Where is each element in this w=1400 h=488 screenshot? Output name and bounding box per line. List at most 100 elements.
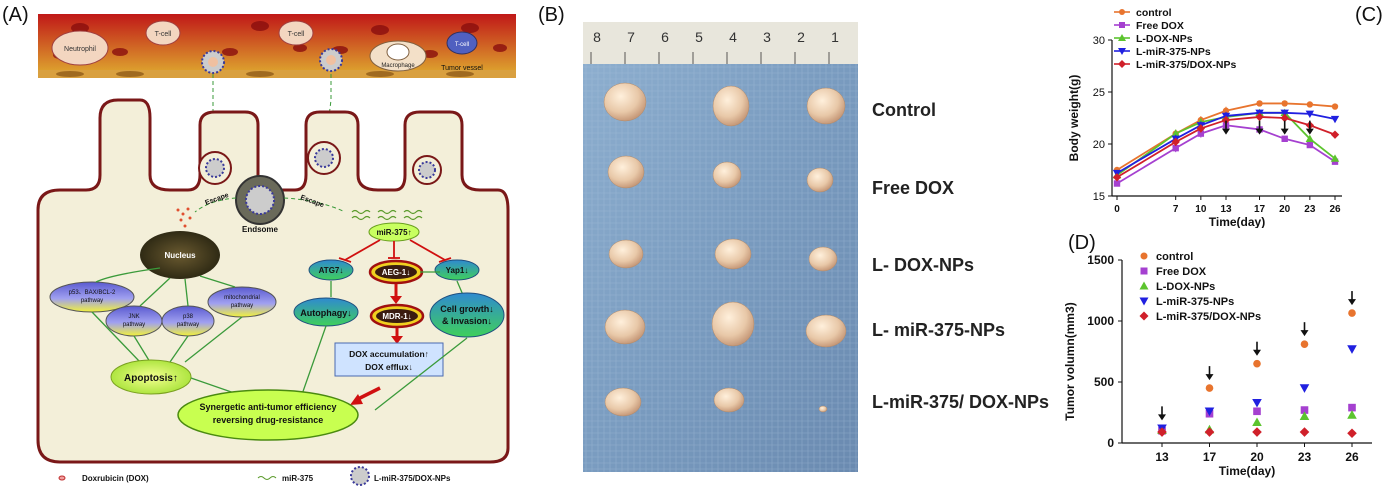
- group-label-l-mir-375-dox-nps: L-miR-375/ DOX-NPs: [872, 392, 1050, 412]
- svg-text:pathway: pathway: [123, 322, 145, 328]
- data-point: [1171, 129, 1180, 137]
- diagram-legend: Doxrubicin (DOX) miR-375 L-miR-375/DOX-N…: [58, 466, 451, 486]
- svg-text:T-cell: T-cell: [455, 42, 469, 48]
- dosing-arrow: [1253, 341, 1261, 356]
- svg-text:miR-375↑: miR-375↑: [376, 228, 411, 237]
- svg-text:miR-375: miR-375: [282, 474, 314, 483]
- dox-accumulation-box: DOX accumulation↑ DOX efflux↓: [334, 342, 444, 377]
- svg-text:Macrophage: Macrophage: [381, 63, 415, 69]
- data-point: [1330, 130, 1340, 139]
- x-tick-label: 20: [1279, 204, 1291, 215]
- data-point: [1172, 144, 1179, 152]
- x-tick-label: 13: [1220, 204, 1232, 215]
- x-tick-label: 26: [1345, 450, 1359, 464]
- y-tick-label: 500: [1094, 375, 1114, 389]
- dosing-arrow: [1222, 120, 1230, 135]
- tumor-freedox-1: [607, 155, 645, 189]
- tumor-lmirdox-2: [713, 387, 745, 413]
- x-tick-label: 17: [1203, 450, 1217, 464]
- macrophage-cell: Macrophage: [369, 40, 427, 72]
- dosing-arrow: [1255, 120, 1264, 135]
- data-point: [1305, 110, 1315, 119]
- svg-text:8: 8: [593, 29, 601, 45]
- x-tick-label: 23: [1298, 450, 1312, 464]
- cell-growth-node: Cell growth↓ & Invasion↓: [429, 292, 505, 338]
- svg-text:6: 6: [661, 29, 669, 45]
- yap1-node: Yap1↓: [434, 259, 480, 281]
- data-point: [1253, 407, 1261, 416]
- x-axis-label: Time(day): [1219, 464, 1275, 478]
- legend-label: L-miR-375-NPs: [1136, 46, 1211, 58]
- t-cell: T-cell: [278, 20, 314, 46]
- tumor-ldox-1: [608, 239, 644, 269]
- svg-text:T-cell: T-cell: [288, 31, 305, 38]
- legend-marker: [1118, 60, 1126, 68]
- t-cell: T-cell: [446, 31, 478, 55]
- svg-text:p38: p38: [183, 314, 194, 320]
- x-tick-label: 10: [1195, 204, 1207, 215]
- data-point: [1347, 410, 1357, 419]
- y-tick-label: 0: [1107, 436, 1114, 450]
- legend-marker: [1140, 267, 1148, 275]
- data-point: [1299, 384, 1310, 393]
- svg-text:1: 1: [831, 29, 839, 45]
- data-point: [1299, 411, 1310, 420]
- data-point: [1306, 101, 1314, 108]
- vesicle: [412, 155, 442, 185]
- svg-text:p53、BAX/BCL-2: p53、BAX/BCL-2: [69, 290, 116, 296]
- data-point: [1252, 398, 1262, 408]
- tumor-freedox-2: [712, 161, 742, 189]
- ruler: 8 7 6 5 4 3 2 1: [583, 22, 858, 64]
- x-tick-label: 7: [1173, 204, 1179, 215]
- tumor-control-1: [603, 82, 647, 122]
- mir375-strands: [351, 209, 423, 221]
- data-point: [1330, 154, 1340, 162]
- legend-marker: [1118, 34, 1126, 41]
- y-tick-label: 1500: [1087, 253, 1114, 267]
- data-point: [1197, 130, 1205, 137]
- y-tick-label: 20: [1093, 139, 1105, 151]
- data-point: [1281, 100, 1288, 107]
- svg-text:mitochondrial: mitochondrial: [224, 295, 260, 301]
- group-label-l-mir-375-nps: L- miR-375-NPs: [872, 320, 1006, 340]
- legend-label: control: [1156, 251, 1193, 263]
- svg-text:Yap1↓: Yap1↓: [446, 266, 469, 275]
- y-axis-label: Tumor volumn(mm3): [1063, 302, 1077, 420]
- dosing-arrow: [1348, 291, 1356, 306]
- data-point: [1300, 340, 1309, 348]
- x-axis-label: Time(day): [1209, 215, 1265, 228]
- y-tick-label: 1000: [1087, 314, 1114, 328]
- group-label-free-dox: Free DOX: [872, 178, 955, 198]
- dosing-arrow: [1205, 366, 1214, 381]
- dosing-arrow: [1280, 120, 1289, 135]
- data-point: [1348, 403, 1356, 412]
- svg-text:Apoptosis↑: Apoptosis↑: [124, 373, 178, 384]
- p38-pathway: p38 pathway: [161, 305, 215, 337]
- dosing-arrow: [1300, 322, 1309, 337]
- nanoparticle-icon: [201, 50, 225, 74]
- nucleus: Nucleus: [140, 231, 220, 279]
- svg-text:Neutrophil: Neutrophil: [64, 46, 96, 53]
- group-label-control: Control: [872, 100, 936, 120]
- legend-label: control: [1136, 7, 1172, 19]
- data-point: [1252, 427, 1262, 437]
- autophagy-node: Autophagy↓: [293, 297, 359, 327]
- data-point: [1255, 112, 1264, 122]
- mir375-node: miR-375↑: [368, 222, 420, 242]
- x-tick-label: 17: [1254, 204, 1266, 215]
- data-point: [1222, 107, 1230, 114]
- dosing-arrow: [1158, 406, 1166, 421]
- svg-text:Cell growth↓: Cell growth↓: [440, 304, 494, 314]
- t-cell: T-cell: [145, 20, 181, 46]
- data-point: [1205, 384, 1214, 392]
- legend-marker: [1139, 311, 1149, 321]
- svg-text:AEG-1↓: AEG-1↓: [382, 268, 410, 277]
- data-point: [1112, 173, 1122, 182]
- panel-label-c: (C): [1355, 4, 1383, 26]
- panel-label-d: (D): [1068, 232, 1096, 254]
- legend-label: L-miR-375-NPs: [1156, 296, 1234, 308]
- x-tick-label: 13: [1155, 450, 1169, 464]
- data-point: [1300, 406, 1309, 414]
- svg-text:T-cell: T-cell: [155, 31, 172, 38]
- data-point: [1347, 345, 1357, 354]
